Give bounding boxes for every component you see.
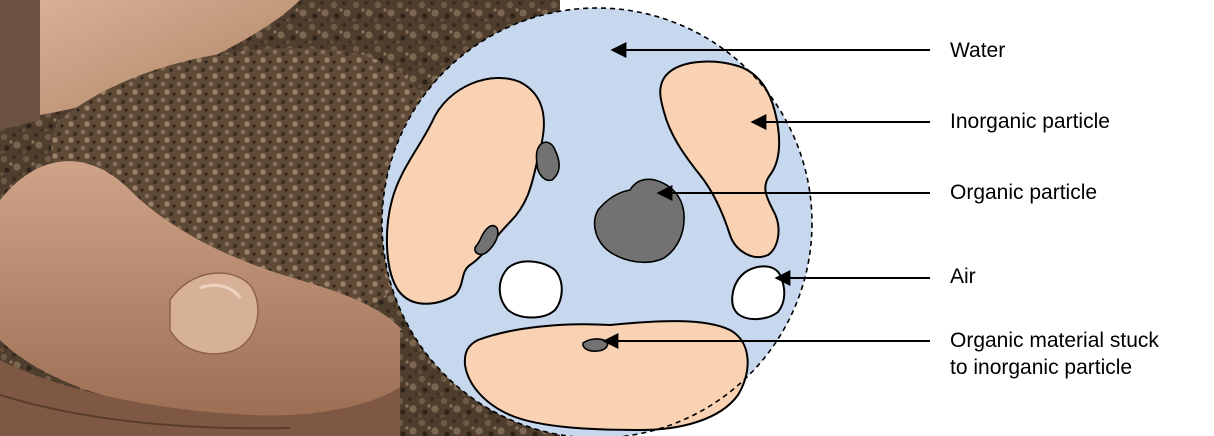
label-organic-material-line2: to inorganic particle [950,355,1132,381]
label-water: Water [950,38,1005,64]
organic-bit-on-inorganic [583,339,608,351]
label-organic-particle: Organic particle [950,180,1097,206]
inorganic-particle-bottom [465,321,748,430]
label-inorganic-particle: Inorganic particle [950,109,1110,135]
air-pocket-left [500,261,562,317]
label-organic-material-line1: Organic material stuck [950,328,1159,354]
label-air: Air [950,264,976,290]
